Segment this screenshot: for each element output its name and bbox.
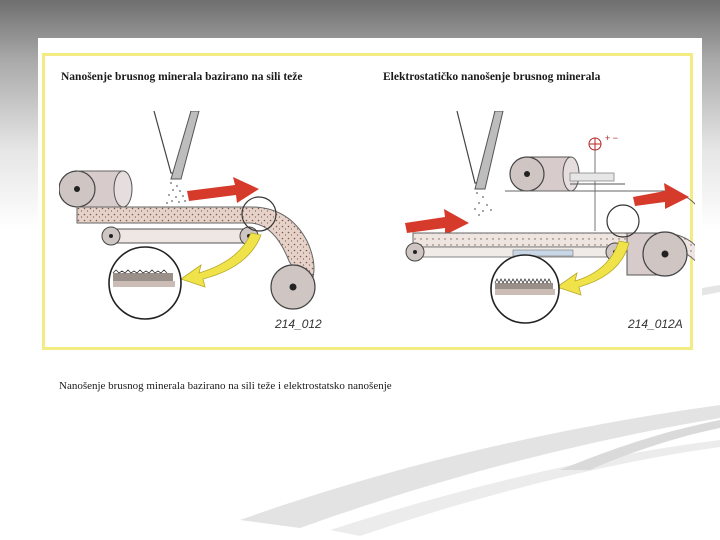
detail-arrow-icon (556, 240, 630, 296)
exit-arrow-icon (633, 183, 689, 209)
figure-code-right: 214_012A (628, 317, 683, 331)
mineral-hopper (456, 111, 504, 190)
magnified-detail (490, 254, 560, 324)
mineral-hopper (153, 111, 200, 180)
figure-caption: Nanošenje brusnog minerala bazirano na s… (59, 380, 392, 392)
detail-marker (606, 204, 640, 238)
figure-frame: Nanošenje brusnog minerala bazirano na s… (42, 53, 695, 350)
detail-arrow-icon (180, 232, 262, 288)
feed-roller (59, 170, 133, 208)
charged-grains (474, 192, 492, 216)
slide-card: Nanošenje brusnog minerala bazirano na s… (38, 38, 702, 398)
feed-arrow-icon (405, 209, 469, 235)
lower-conveyor (101, 226, 259, 246)
detail-marker (241, 196, 277, 232)
drive-roller (626, 231, 688, 277)
magnified-detail (108, 246, 182, 320)
abrasive-belt (76, 170, 315, 292)
gravity-panel-title: Nanošenje brusnog minerala bazirano na s… (61, 71, 303, 83)
upper-roller (509, 156, 625, 192)
electrostatic-panel-title: Elektrostatičko nanošenje brusnog minera… (383, 71, 601, 83)
electrostatic-coating-diagram: + − (405, 111, 695, 324)
falling-grains (166, 182, 186, 204)
drive-roller (270, 264, 316, 310)
figure-code-left: 214_012 (275, 317, 322, 331)
gravity-coating-diagram (59, 111, 316, 320)
electrode-symbol: + − (605, 133, 618, 143)
direction-arrow-icon (187, 177, 259, 203)
